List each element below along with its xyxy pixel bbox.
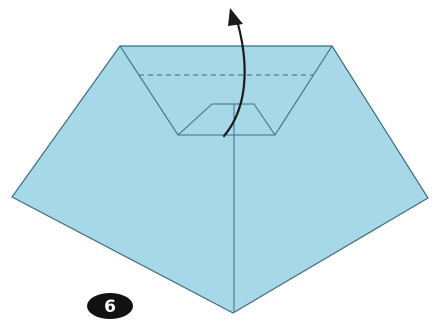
fold-arrow-head-icon <box>228 8 243 26</box>
paper-shape <box>12 46 428 313</box>
step-number: 6 <box>104 297 116 317</box>
